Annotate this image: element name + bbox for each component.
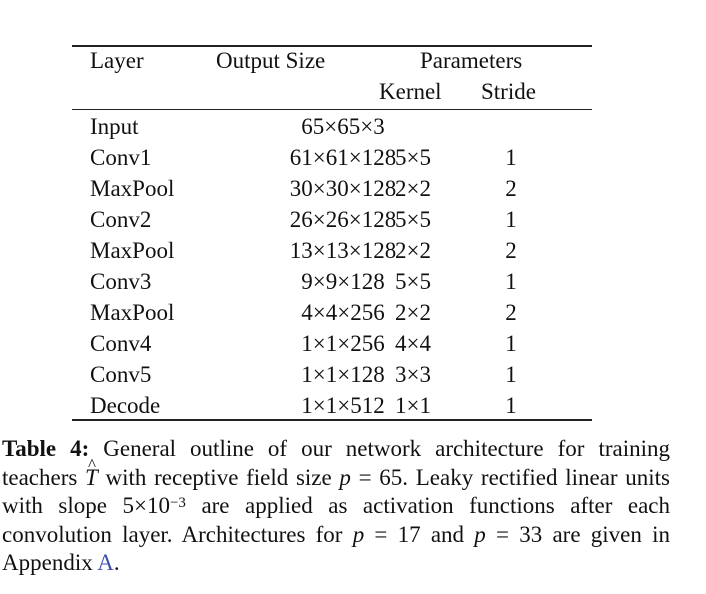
layer-cell: Conv2 [90,207,152,232]
stride-cell: 2 [505,238,517,263]
output-size-cell: 4×4×256 [301,300,385,325]
caption-text-1: General outline of our network architect… [2,436,670,490]
layer-cell: MaxPool [90,300,175,325]
output-size-cell: 1×1×256 [301,331,385,356]
layer-cell: Conv1 [90,145,152,170]
stride-cell: 2 [505,300,517,325]
table-header-rule [72,109,592,110]
caption-text-2: with receptive field size [97,464,340,490]
caption-text-3: = 65. Leaky rectified linear units with … [2,464,671,519]
table-row: Conv3 9×9×128 5×5 1 [72,266,592,297]
header-stride: Stride [481,79,536,104]
table-row: Input 65×65×3 [72,111,592,142]
output-size-cell: 1×1×128 [301,362,385,387]
output-size-cell: 65×65×3 [301,114,385,139]
header-layer: Layer [90,48,144,73]
output-size-cell: 9×9×128 [301,269,385,294]
stride-cell: 1 [505,331,517,356]
table-row: Decode 1×1×512 1×1 1 [72,390,592,421]
appendix-link[interactable]: A [97,550,114,575]
output-size-cell: 30×30×128 [289,176,397,201]
output-size-cell: 26×26×128 [289,207,397,232]
header-parameters: Parameters [420,48,523,73]
stride-cell: 2 [505,176,517,201]
kernel-cell: 1×1 [395,393,431,418]
layer-cell: Input [90,114,139,139]
stride-cell: 1 [505,207,517,232]
caption-text-5: = 17 and [364,521,475,547]
table-row: Conv4 1×1×256 4×4 1 [72,328,592,359]
layer-cell: Conv4 [90,331,152,356]
layer-cell: MaxPool [90,238,175,263]
table-row: MaxPool 4×4×256 2×2 2 [72,297,592,328]
output-size-cell: 1×1×512 [301,393,385,418]
header-kernel: Kernel [379,79,442,104]
caption-text-7: . [113,550,120,575]
layer-cell: Conv5 [90,362,152,387]
layer-cell: Conv3 [90,269,152,294]
layer-cell: Decode [90,393,161,418]
p-symbol: p [474,521,486,547]
stride-cell: 1 [505,393,517,418]
kernel-cell: 2×2 [395,238,431,263]
table-bottom-rule [72,419,592,421]
table-row: Conv5 1×1×128 3×3 1 [72,359,592,390]
kernel-cell: 4×4 [395,331,431,356]
output-size-cell: 61×61×128 [289,145,397,170]
header-output-size: Output Size [216,48,326,73]
teacher-symbol: T [85,451,98,493]
output-size-cell: 13×13×128 [289,238,397,263]
caption-label: Table 4: [2,436,90,461]
caption-text-4: are applied as activation functions afte… [2,493,670,547]
table-top-rule [72,45,592,47]
p-symbol: p [352,521,365,547]
kernel-cell: 5×5 [395,269,431,294]
stride-cell: 1 [505,362,517,387]
kernel-cell: 5×5 [395,207,431,232]
kernel-cell: 2×2 [395,176,431,201]
caption-text-6: = 33 are given in Appendix [2,521,670,576]
layer-cell: MaxPool [90,176,175,201]
kernel-cell: 2×2 [395,300,431,325]
stride-cell: 1 [505,145,517,170]
p-symbol: p [339,464,351,490]
stride-cell: 1 [505,269,517,294]
kernel-cell: 3×3 [395,362,431,387]
table-caption: Table 4: General outline of our network … [2,435,670,578]
architecture-table: Layer Output Size Parameters Kernel Stri… [72,45,592,421]
slope-exponent: −3 [169,495,186,511]
kernel-cell: 5×5 [395,145,431,170]
